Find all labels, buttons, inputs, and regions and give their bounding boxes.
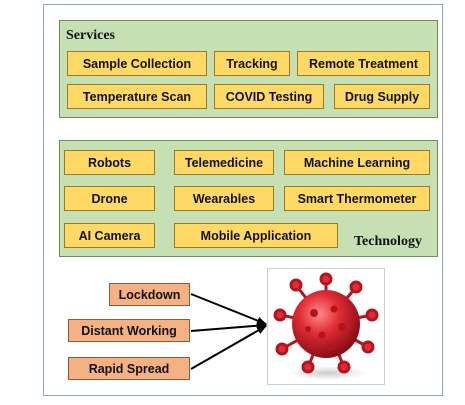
- service-sample-collection: Sample Collection: [67, 51, 207, 76]
- arrow-distant-working: [190, 321, 267, 332]
- arrow-rapid-spread: [190, 325, 267, 370]
- tech-wearables: Wearables: [174, 186, 274, 211]
- tech-mobile-application: Mobile Application: [174, 223, 338, 248]
- tech-ai-camera: AI Camera: [64, 223, 155, 248]
- service-drug-supply: Drug Supply: [334, 84, 430, 109]
- tech-drone: Drone: [64, 186, 155, 211]
- services-title: Services: [66, 28, 115, 43]
- virus-image-frame: [267, 268, 385, 385]
- tech-smart-thermometer: Smart Thermometer: [284, 186, 430, 211]
- cause-rapid-spread: Rapid Spread: [68, 357, 190, 380]
- tech-robots: Robots: [64, 150, 155, 175]
- tech-machine-learning: Machine Learning: [284, 150, 430, 175]
- service-covid-testing: COVID Testing: [214, 84, 324, 109]
- coronavirus-icon: [273, 272, 379, 380]
- technology-title: Technology: [354, 234, 422, 249]
- cause-lockdown: Lockdown: [109, 283, 190, 306]
- cause-distant-working: Distant Working: [68, 319, 190, 342]
- tech-telemedicine: Telemedicine: [174, 150, 274, 175]
- service-tracking: Tracking: [214, 51, 290, 76]
- service-remote-treatment: Remote Treatment: [297, 51, 430, 76]
- service-temperature-scan: Temperature Scan: [67, 84, 207, 109]
- arrow-lockdown: [190, 293, 267, 325]
